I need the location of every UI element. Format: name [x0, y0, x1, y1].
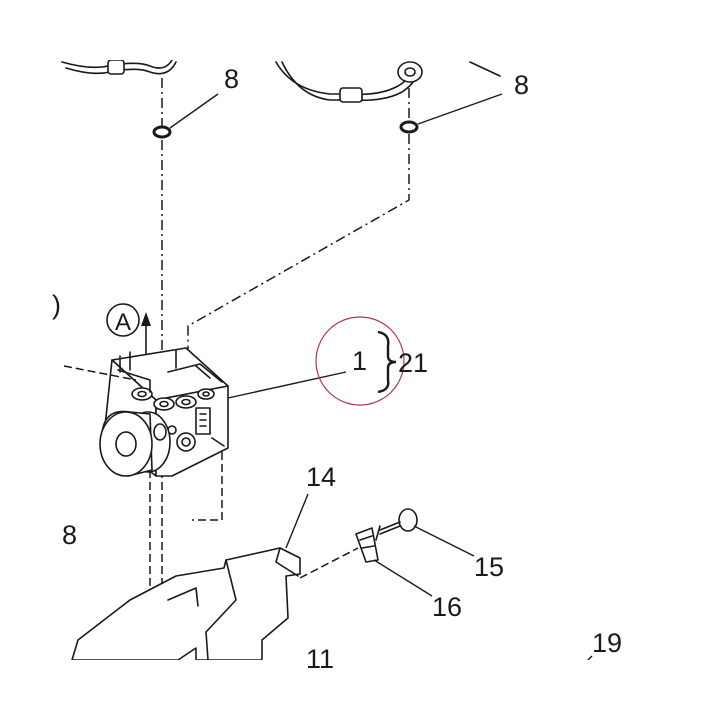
routing-line-right: [187, 88, 410, 394]
callout-partial-left: ): [52, 290, 61, 320]
callout-part-11: 11: [306, 644, 334, 674]
leader-gasket-left: [169, 93, 219, 129]
gasket-right: [399, 120, 419, 134]
callout-gasket-right: 8: [514, 70, 529, 100]
gasket-left: [152, 125, 172, 139]
leader-clip: [373, 559, 433, 597]
brake-pipe-right: [275, 61, 501, 103]
view-marker-label: A: [115, 309, 131, 336]
callout-part-19: 19: [592, 628, 622, 658]
callout-bolt: 15: [474, 552, 504, 582]
callout-bracket: 14: [306, 462, 336, 492]
callout-clip: 16: [432, 592, 462, 622]
leader-bolt: [413, 525, 475, 557]
callout-gasket-left: 8: [224, 64, 239, 94]
clip-axis-line: [299, 547, 359, 579]
bracket: [71, 547, 301, 661]
abs-modulator-unit: [99, 347, 229, 477]
crop-mask-left: [0, 0, 60, 720]
bolt: [375, 508, 418, 541]
crop-mask-right: [660, 0, 720, 720]
callout-assembly: 21: [398, 348, 428, 378]
callout-gasket-lower: 8: [62, 520, 77, 550]
routing-line-unit-left: [63, 365, 137, 381]
leader-bracket: [285, 493, 309, 549]
crop-mask-bottom: [0, 660, 720, 720]
clip: [355, 527, 379, 563]
assembly-brace: [377, 330, 397, 394]
highlight-circle: [315, 316, 405, 406]
callout-abs-unit: 1: [352, 346, 367, 376]
brake-pipe-left: [61, 59, 177, 75]
leader-gasket-right: [417, 93, 503, 125]
crop-mask-top: [0, 0, 720, 60]
view-marker-a: A: [106, 303, 140, 337]
leader-abs-unit: [227, 371, 347, 399]
